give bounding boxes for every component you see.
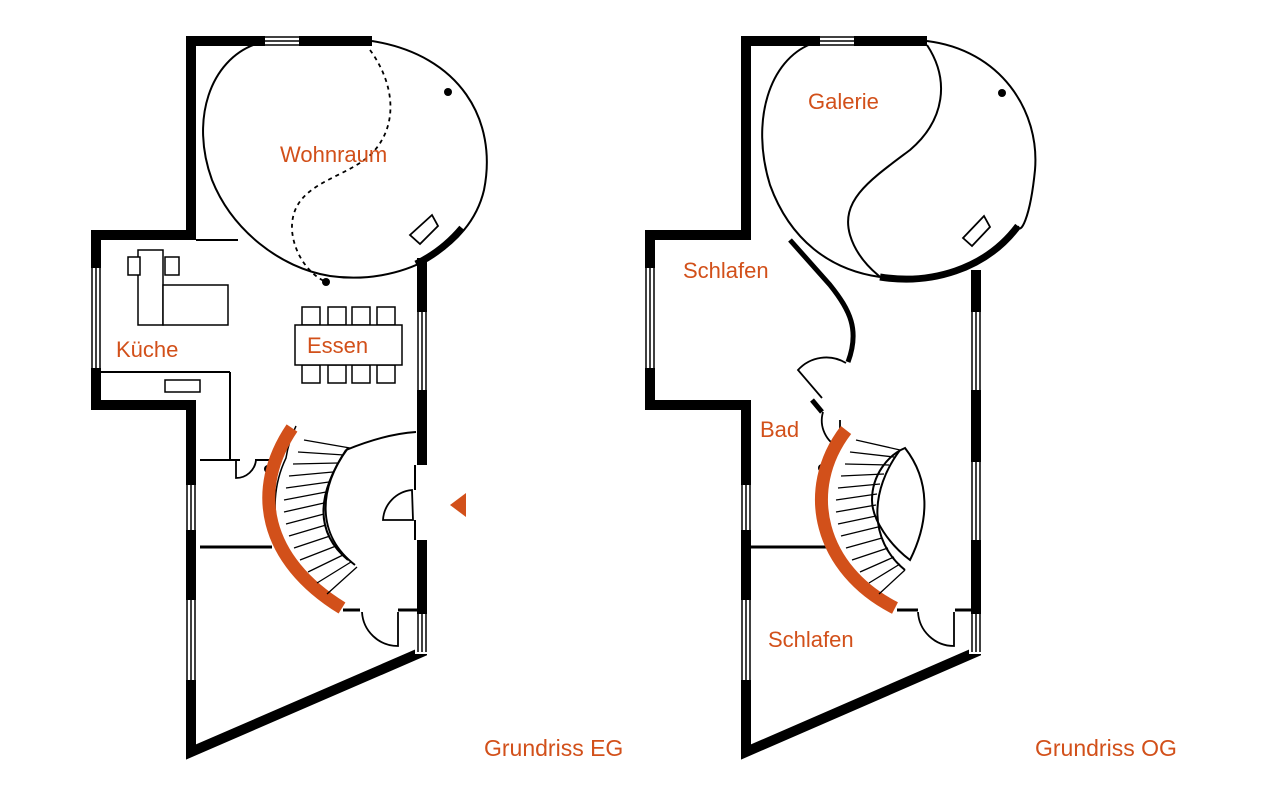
eg-staircase xyxy=(262,424,358,614)
og-interior-lines xyxy=(750,446,972,612)
og-outer-walls xyxy=(645,36,1021,760)
entrance-arrow-icon xyxy=(450,493,466,517)
caption-grundriss-og: Grundriss OG xyxy=(1035,735,1177,761)
og-staircase xyxy=(815,426,906,614)
eg-dining-table xyxy=(294,306,403,384)
og-gallery-shape xyxy=(761,40,1037,278)
eg-living-room-shape xyxy=(202,40,488,286)
room-label-schlafen-bottom: Schlafen xyxy=(768,627,854,652)
og-windows xyxy=(643,34,983,680)
ground-floor-plan: Wohnraum Küche Essen Grundriss EG xyxy=(89,34,623,761)
caption-grundriss-eg: Grundriss EG xyxy=(484,735,623,761)
room-label-galerie: Galerie xyxy=(808,89,879,114)
room-label-essen: Essen xyxy=(307,333,368,358)
eg-windows xyxy=(89,34,429,680)
upper-floor-plan: Galerie Schlafen Bad Schlafen Grundriss … xyxy=(643,34,1177,761)
room-label-kueche: Küche xyxy=(116,337,178,362)
room-label-schlafen-top: Schlafen xyxy=(683,258,769,283)
eg-kitchen-furniture xyxy=(127,249,229,393)
room-label-bad: Bad xyxy=(760,417,799,442)
eg-outer-walls xyxy=(91,36,465,760)
room-label-wohnraum: Wohnraum xyxy=(280,142,387,167)
